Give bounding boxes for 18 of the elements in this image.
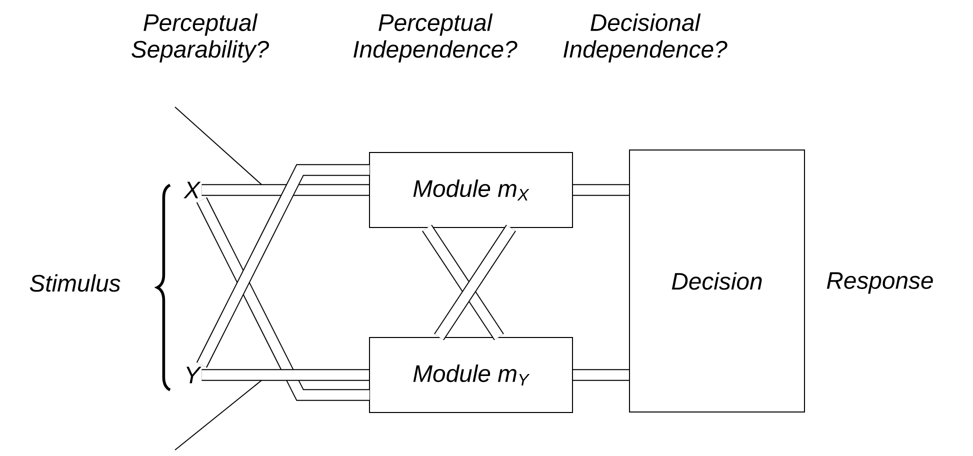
channel bbox=[422, 224, 504, 340]
question-label: Perceptual Separability? bbox=[132, 14, 269, 62]
channel bbox=[202, 184, 370, 196]
module-box: Module m$_{X}$ bbox=[369, 152, 573, 228]
decision-box: Decision bbox=[629, 150, 805, 412]
module-box: Module m$_{Y}$ bbox=[369, 337, 573, 413]
channel bbox=[434, 224, 516, 340]
channel bbox=[573, 184, 629, 196]
channel bbox=[202, 369, 370, 381]
channel bbox=[573, 369, 629, 381]
stimulus-letter: X bbox=[184, 182, 201, 198]
channel bbox=[196, 197, 370, 401]
question-label: Decisional Independence? bbox=[564, 14, 728, 62]
channel bbox=[196, 164, 370, 368]
stimulus-letter: Y bbox=[186, 366, 202, 384]
question-label: Perceptual Independence? bbox=[354, 14, 518, 62]
response-label: Response bbox=[826, 272, 933, 294]
stimulus-label: Stimulus bbox=[30, 274, 120, 292]
